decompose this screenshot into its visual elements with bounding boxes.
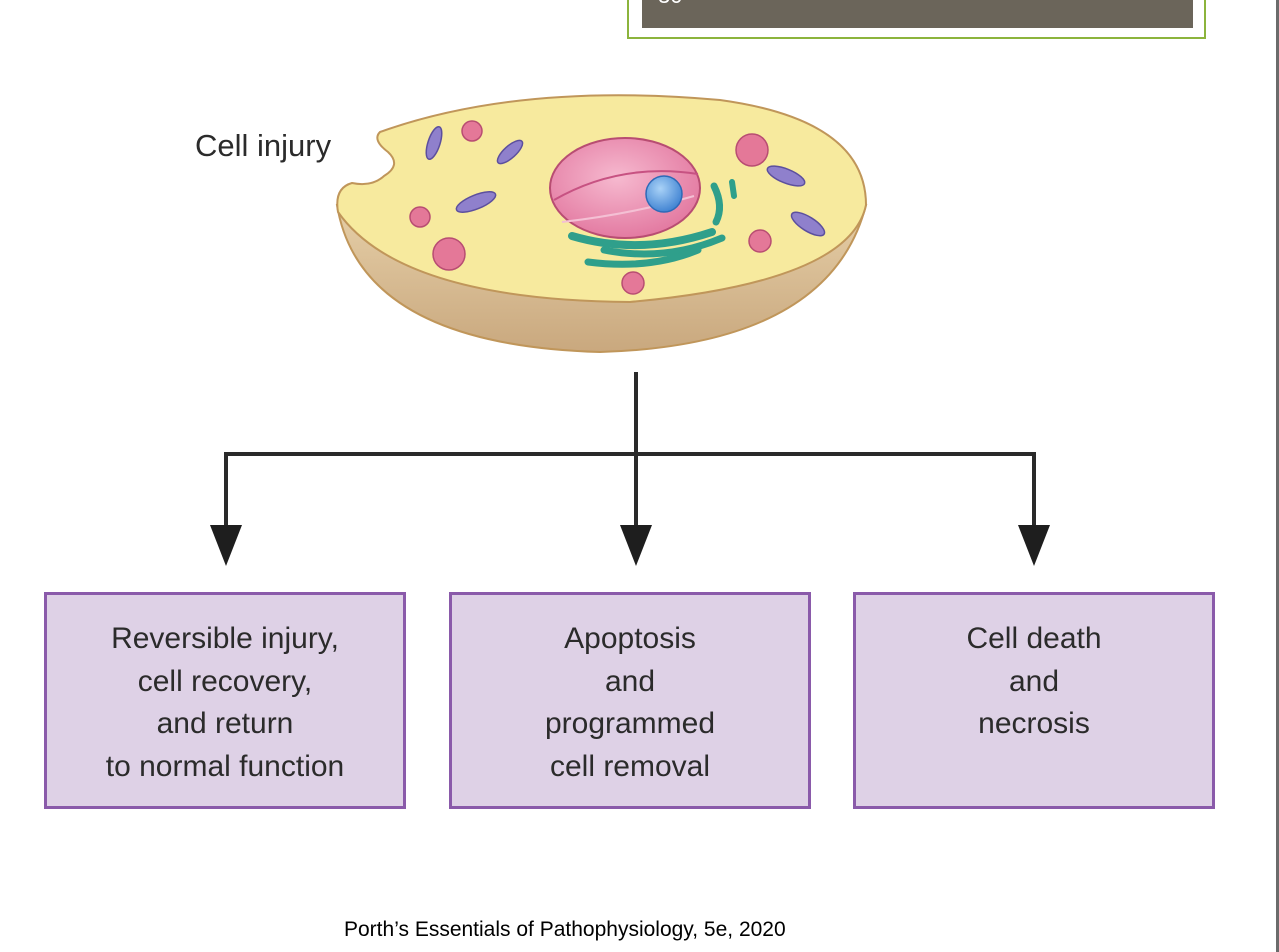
outcome-text-line: Reversible injury, xyxy=(111,622,339,655)
outcome-text-line: cell recovery, xyxy=(137,664,313,698)
arrowhead-right xyxy=(1018,525,1050,566)
slide-number-frame: 30 xyxy=(627,0,1206,39)
outcome-text-line: and return xyxy=(156,707,294,740)
outcome-box-reversible-injury: Reversible injury, cell recovery, and re… xyxy=(44,592,406,809)
outcome-text-line: and xyxy=(1008,664,1060,698)
outcome-text-line: Cell death xyxy=(966,622,1102,655)
source-citation: Porth’s Essentials of Pathophysiology, 5… xyxy=(344,918,786,941)
outcome-box-cell-death: Cell death and necrosis xyxy=(853,592,1215,809)
right-edge-rule xyxy=(1276,0,1279,952)
vesicles-group xyxy=(409,120,772,295)
outcome-arrows xyxy=(224,372,1036,528)
outcome-text-line: programmed xyxy=(544,707,716,740)
nucleolus xyxy=(645,175,683,213)
nucleus xyxy=(549,137,701,239)
outcome-text-line: cell removal xyxy=(549,749,711,783)
arrowhead-center xyxy=(620,525,652,566)
slide-number-bar: 30 xyxy=(642,0,1193,28)
outcome-text-line: Apoptosis xyxy=(564,622,696,655)
outcome-text-line: to normal function xyxy=(105,749,345,783)
arrowheads xyxy=(210,525,1050,566)
slide-number: 30 xyxy=(658,0,682,10)
arrowhead-left xyxy=(210,525,242,566)
outcome-text-line: necrosis xyxy=(978,707,1090,740)
mitochondria-group xyxy=(425,125,826,237)
endoplasmic-reticulum xyxy=(568,179,737,268)
outcome-box-apoptosis: Apoptosis and programmed cell removal xyxy=(449,592,811,809)
injured-cell-illustration xyxy=(335,94,868,354)
outcome-text-line: and xyxy=(604,664,656,698)
cell-injury-label: Cell injury xyxy=(195,128,332,163)
